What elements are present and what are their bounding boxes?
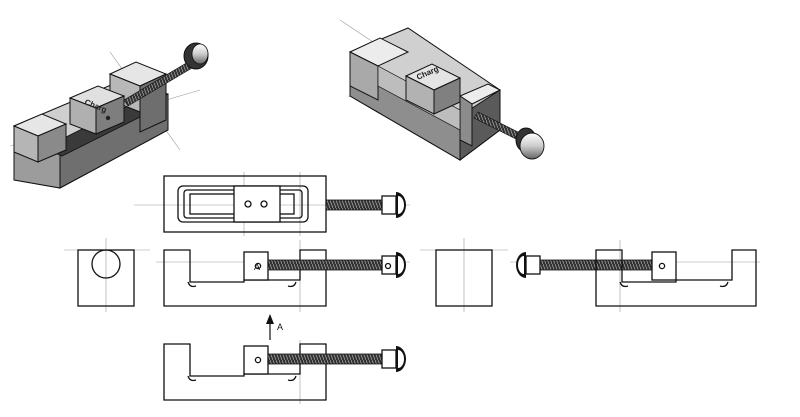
detail-label: A: [254, 262, 260, 272]
left-side-view: [64, 238, 150, 312]
top-view: [134, 172, 410, 236]
rear-view: [510, 240, 760, 312]
section-label: A: [277, 322, 283, 332]
section-view-a: [163, 340, 406, 404]
right-side-view: [420, 238, 508, 312]
isometric-view-right: Charg: [339, 19, 545, 161]
front-view: A: [156, 240, 410, 312]
section-arrow: A: [266, 314, 283, 340]
isometric-view-left: Charg: [9, 42, 209, 189]
